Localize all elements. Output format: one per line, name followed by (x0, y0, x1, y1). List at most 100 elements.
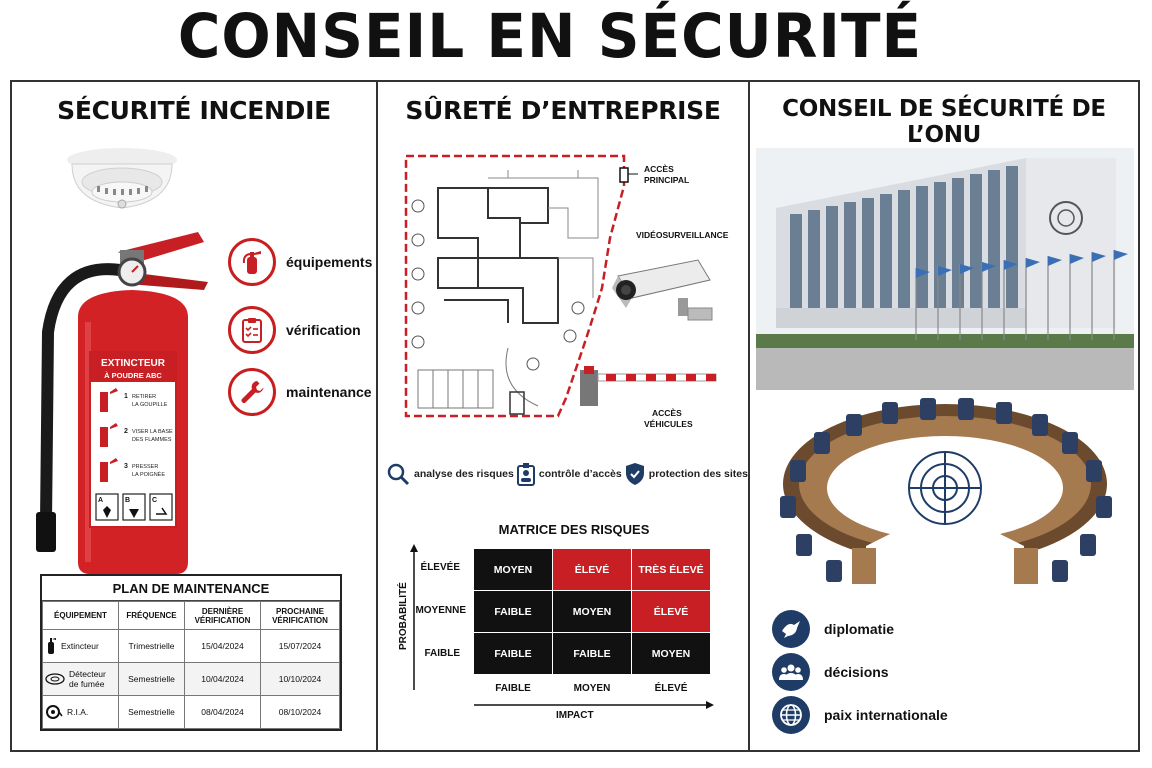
shield-icon (625, 463, 644, 485)
feature-verification-label: vérification (286, 322, 361, 338)
fire-extinguisher-image: EXTINCTEUR À POUDRE ABC 1 RETIRER LA GOU… (36, 232, 208, 574)
wrench-icon (228, 368, 276, 416)
table-row: R.I.A. Semestrielle 08/04/2024 08/10/202… (42, 695, 340, 729)
equipment-name: Extincteur (61, 641, 99, 651)
last-check-cell: 10/04/2024 (184, 662, 261, 696)
people-icon (772, 653, 810, 691)
un-feature-decisions-label: décisions (824, 664, 889, 680)
step-3-line1: PRESSER (132, 464, 158, 470)
matrix-cell: MOYEN (553, 591, 631, 632)
risk-matrix-axes (410, 544, 714, 709)
next-check-cell: 08/10/2024 (260, 695, 340, 729)
column-header-equipment: ÉQUIPEMENT (42, 601, 119, 630)
clipboard-icon (228, 306, 276, 354)
matrix-cell: FAIBLE (553, 633, 631, 674)
service-risk-analysis: analyse des risques (386, 462, 514, 486)
security-council-chamber-image (780, 398, 1112, 596)
main-access-label-1: ACCÈS (644, 164, 674, 174)
matrix-y-axis-label: PROBABILITÉ (398, 582, 409, 650)
service-risk-analysis-label: analyse des risques (414, 468, 514, 480)
feature-verification: vérification (228, 306, 361, 354)
un-feature-diplomacy-label: diplomatie (824, 621, 895, 637)
matrix-cell: FAIBLE (474, 633, 552, 674)
page-title: CONSEIL EN SÉCURITÉ (177, 0, 923, 72)
matrix-cell: FAIBLE (474, 591, 552, 632)
un-feature-peace: paix internationale (772, 696, 948, 734)
frequency-cell: Semestrielle (118, 662, 185, 696)
service-access-control: contrôle d’accès (516, 462, 622, 486)
feature-maintenance-label: maintenance (286, 384, 372, 400)
matrix-col-label-low: FAIBLE (495, 683, 531, 694)
cctv-camera (612, 259, 713, 321)
column-header-next-check: PROCHAINE VÉRIFICATION (260, 601, 340, 630)
step-1-number: 1 (124, 393, 128, 400)
maintenance-plan-title: PLAN DE MAINTENANCE (42, 576, 340, 601)
main-access-label-2: PRINCIPAL (644, 175, 689, 185)
matrix-cell: ÉLEVÉ (632, 591, 710, 632)
fire-hose-reel-icon (46, 705, 63, 719)
site-floor-plan-diagram: ACCÈS PRINCIPAL VIDÉOSURVEILLANCE ACCÈS … (404, 154, 729, 429)
equipment-name: R.I.A. (67, 707, 89, 717)
matrix-col-label-high: ÉLEVÉ (654, 683, 688, 694)
matrix-x-axis-label: IMPACT (556, 710, 594, 721)
main-frame: SÉCURITÉ INCENDIE (10, 80, 1140, 752)
next-check-cell: 15/07/2024 (260, 629, 340, 663)
fire-safety-title: SÉCURITÉ INCENDIE (57, 96, 331, 125)
service-site-protection-label: protection des sites (648, 468, 748, 480)
dove-icon (772, 610, 810, 648)
maintenance-plan-table: PLAN DE MAINTENANCE ÉQUIPEMENT FRÉQUENCE… (40, 574, 342, 731)
matrix-cell: ÉLEVÉ (553, 549, 631, 590)
step-2-line2: DES FLAMMES (132, 437, 172, 443)
badge-icon (516, 463, 535, 486)
risk-matrix: PROBABILITÉ IMPACT ÉLEVÉE MOYENNE FAIBLE… (378, 542, 752, 742)
corporate-services: analyse des risques contrôle d’accès pro… (386, 462, 748, 486)
matrix-row-label-low: FAIBLE (424, 648, 460, 659)
corporate-security-column: SÛRETÉ D’ENTREPRISE (376, 82, 750, 750)
frequency-cell: Trimestrielle (118, 629, 185, 663)
smoke-detector-icon (45, 673, 65, 685)
vehicle-barrier (580, 366, 717, 406)
fire-safety-column: SÉCURITÉ INCENDIE (12, 82, 376, 750)
matrix-row-label-medium: MOYENNE (415, 605, 466, 616)
globe-icon (772, 696, 810, 734)
un-security-council-column: CONSEIL DE SÉCURITÉ DE L’ONU (750, 82, 1138, 750)
un-feature-decisions: décisions (772, 653, 889, 691)
service-access-control-label: contrôle d’accès (538, 468, 622, 480)
un-headquarters-image (756, 148, 1134, 390)
un-feature-diplomacy: diplomatie (772, 610, 894, 648)
feature-equipment-label: équipements (286, 254, 373, 270)
step-2-line1: VISER LA BASE (132, 429, 173, 435)
extinguisher-label-line2: À POUDRE ABC (104, 371, 162, 380)
un-security-council-title: CONSEIL DE SÉCURITÉ DE L’ONU (782, 96, 1106, 148)
next-check-cell: 10/10/2024 (260, 662, 340, 696)
extinguisher-icon (228, 238, 276, 286)
smoke-detector-image (67, 148, 177, 209)
vehicle-access-label-2: VÉHICULES (644, 419, 693, 429)
step-1-line2: LA GOUPILLE (132, 402, 168, 408)
table-row: Extincteur Trimestrielle 15/04/2024 15/0… (42, 629, 340, 663)
matrix-col-label-medium: MOYEN (573, 683, 611, 694)
extinguisher-icon (48, 638, 56, 654)
class-c-label: C (152, 497, 157, 504)
matrix-cell: MOYEN (632, 633, 710, 674)
cctv-label: VIDÉOSURVEILLANCE (636, 230, 729, 240)
extinguisher-label-line1: EXTINCTEUR (101, 358, 166, 369)
table-row: Détecteur de fumée Semestrielle 10/04/20… (42, 662, 340, 696)
step-3-line2: LA POIGNÉE (132, 471, 165, 478)
step-1-line1: RETIRER (132, 394, 156, 400)
un-emblem (908, 451, 982, 525)
column-header-frequency: FRÉQUENCE (118, 601, 185, 630)
feature-maintenance: maintenance (228, 368, 372, 416)
risk-matrix-title: MATRICE DES RISQUES (498, 522, 650, 537)
step-3-number: 3 (124, 463, 128, 470)
frequency-cell: Semestrielle (118, 695, 185, 729)
un-feature-peace-label: paix internationale (824, 707, 948, 723)
feature-equipment: équipements (228, 238, 372, 286)
matrix-cell: MOYEN (474, 549, 552, 590)
magnifier-icon (387, 463, 410, 486)
class-a-label: A (98, 497, 103, 504)
class-b-label: B (125, 497, 130, 504)
matrix-row-label-high: ÉLEVÉE (420, 562, 460, 573)
last-check-cell: 15/04/2024 (184, 629, 261, 663)
vehicle-access-label-1: ACCÈS (652, 408, 682, 418)
